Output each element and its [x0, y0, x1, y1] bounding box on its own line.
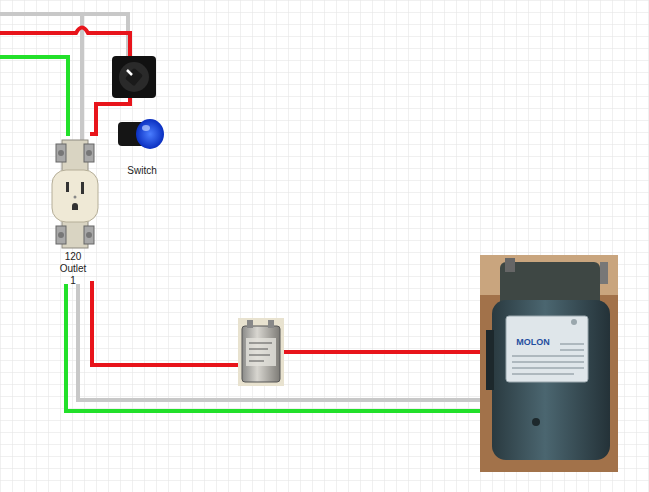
rotary-switch: [112, 56, 156, 98]
neutral-wire: [80, 14, 84, 140]
ground-wire: [0, 57, 68, 136]
neutral-wire: [0, 14, 128, 58]
hot-wire: [0, 28, 130, 59]
outlet-label: 120 Outlet 1: [57, 251, 89, 287]
motor-brand: MOLON: [516, 337, 550, 348]
motor-photo: [480, 255, 618, 472]
hot-wire: [284, 350, 482, 354]
outlet-label-box: 120 Outlet 1: [57, 251, 89, 288]
ground-wire: [66, 284, 482, 411]
pilot-light: [118, 119, 164, 149]
outlet-receptacle: [52, 140, 98, 248]
switch-label: Switch: [127, 165, 156, 177]
motor-brand-box: MOLON: [510, 331, 556, 349]
wires: [0, 14, 482, 411]
switch-label-box: Switch: [107, 160, 177, 178]
neutral-wire: [78, 284, 482, 400]
hot-wire: [92, 281, 240, 365]
capacitor: [238, 318, 284, 386]
